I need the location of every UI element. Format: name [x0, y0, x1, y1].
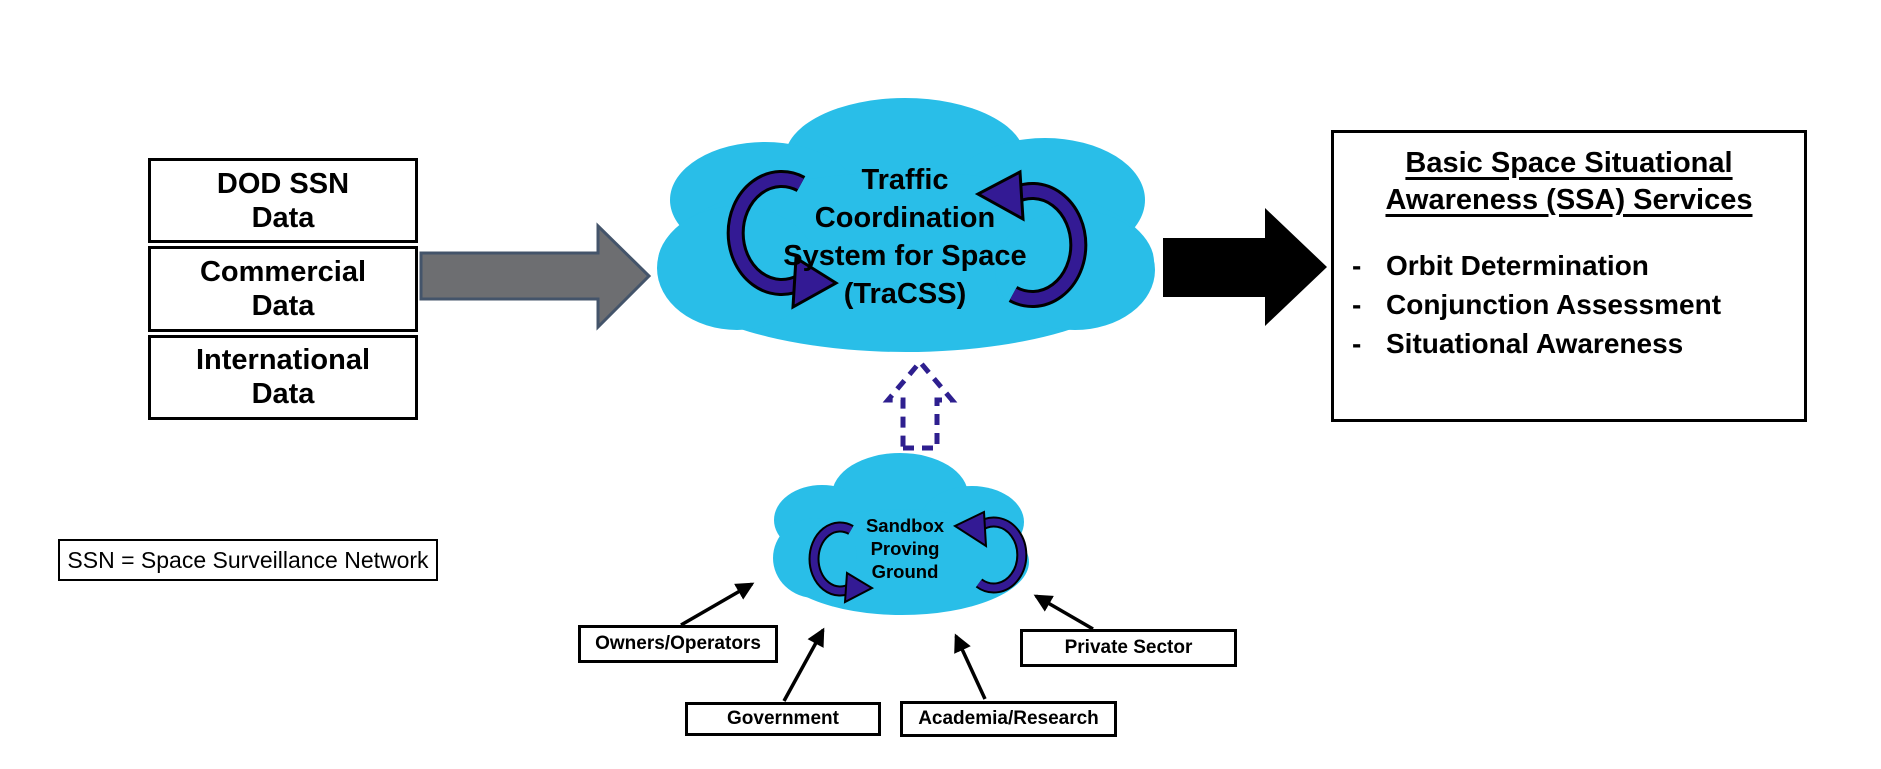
contributor-box-private-sector: Private Sector — [1020, 629, 1237, 667]
cycle-arrow-right-icon — [974, 169, 1088, 308]
contributor-label: Private Sector — [1064, 637, 1193, 658]
service-item-label: Orbit Determination — [1386, 250, 1649, 281]
ssn-legend-box: SSN = Space Surveillance Network — [58, 539, 438, 581]
bullet-dash: - — [1352, 289, 1362, 320]
ssa-services-list: - Orbit Determination - Conjunction Asse… — [1352, 246, 1721, 363]
data-input-stack: DOD SSN Data Commercial Data Internation… — [148, 158, 418, 420]
dashed-feedback-arrow-icon — [882, 358, 958, 451]
ssn-legend-text: SSN = Space Surveillance Network — [67, 546, 429, 573]
bullet-dash: - — [1352, 328, 1362, 359]
connector-owners-operators — [680, 582, 755, 627]
bullet-dash: - — [1352, 250, 1362, 281]
contributor-connectors — [680, 582, 1094, 702]
service-item-label: Situational Awareness — [1386, 328, 1684, 359]
sandbox-cycle-arrow-left-icon — [808, 521, 875, 604]
service-item-orbit-determination: - Orbit Determination — [1352, 246, 1721, 285]
connector-academia-research — [954, 633, 987, 700]
contributor-box-academia-research: Academia/Research — [900, 701, 1117, 737]
ssa-services-title-line2: Awareness (SSA) Services — [1385, 184, 1753, 216]
input-box-international-data: International Data — [148, 334, 418, 420]
input-box-commercial-data: Commercial Data — [148, 246, 418, 332]
data-input-arrow-icon — [419, 222, 652, 331]
connector-private-sector — [1033, 594, 1094, 631]
ssa-services-box: Basic Space Situational Awareness (SSA) … — [1331, 130, 1807, 422]
sandbox-cycle-arrow-right-icon — [952, 510, 1028, 594]
sandbox-cloud-label: Sandbox Proving Ground — [865, 515, 945, 582]
connector-government — [782, 627, 825, 702]
contributor-box-owners-operators: Owners/Operators — [578, 625, 778, 663]
cycle-arrow-left-icon — [726, 170, 839, 310]
service-item-conjunction-assessment: - Conjunction Assessment — [1352, 285, 1721, 324]
service-item-situational-awareness: - Situational Awareness — [1352, 324, 1721, 363]
input-box-dod-ssn-data: DOD SSN Data — [148, 158, 418, 244]
contributor-box-government: Government — [685, 702, 881, 736]
contributor-label: Academia/Research — [918, 708, 1099, 729]
service-item-label: Conjunction Assessment — [1386, 289, 1722, 320]
ssa-services-title-line1: Basic Space Situational — [1405, 147, 1733, 179]
services-output-arrow-icon — [1163, 208, 1327, 326]
contributor-label: Government — [727, 708, 839, 729]
main-cloud-label: Traffic Coordination System for Space (T… — [783, 164, 1027, 310]
ssa-services-title: Basic Space Situational Awareness (SSA) … — [1334, 145, 1804, 219]
contributor-label: Owners/Operators — [595, 633, 761, 654]
